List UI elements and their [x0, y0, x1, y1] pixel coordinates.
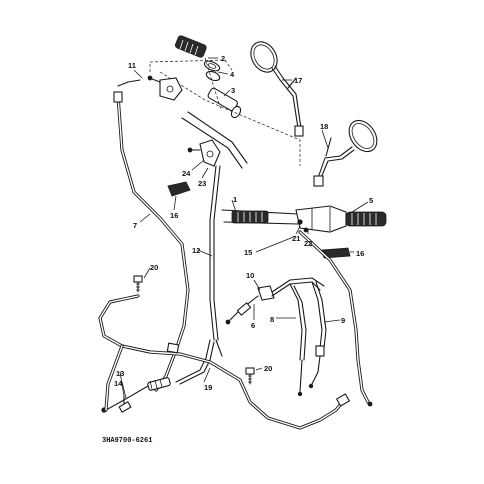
- callout-11: 11: [128, 61, 136, 70]
- clutch-lever-bracket: [187, 139, 221, 167]
- callout-13: 13: [116, 369, 124, 378]
- bolt-20-upper: [133, 275, 143, 293]
- callout-24: 24: [182, 169, 191, 178]
- callout-16-right: 16: [356, 249, 364, 258]
- callout-7: 7: [133, 221, 137, 230]
- callout-23: 23: [198, 179, 206, 188]
- callout-12: 12: [192, 246, 200, 255]
- wire-harness-19: [98, 294, 351, 430]
- callout-1: 1: [233, 195, 237, 204]
- right-mirror: [313, 119, 378, 187]
- callout-14: 14: [114, 379, 123, 388]
- diagram-code: 3HA9700-6261: [102, 437, 152, 445]
- callout-21: 21: [292, 234, 300, 243]
- handlebar-left-section: [181, 111, 248, 169]
- cable-15: [298, 230, 373, 407]
- callout-22: 22: [304, 239, 312, 248]
- callout-8: 8: [270, 315, 274, 324]
- callout-18: 18: [320, 122, 328, 131]
- right-grip: [345, 211, 387, 227]
- starter-cable-10: [257, 277, 325, 301]
- handlebar: [221, 209, 299, 225]
- leader-lines: [119, 57, 369, 399]
- callout-3: 3: [231, 86, 235, 95]
- bolt-20-lower: [245, 367, 255, 385]
- callout-16-left: 16: [170, 211, 178, 220]
- callout-19: 19: [204, 383, 212, 392]
- callout-5: 5: [369, 196, 373, 205]
- throttle-cable-lower: [147, 339, 215, 391]
- grip-washer: [203, 60, 221, 82]
- right-throttle-housing: [295, 205, 347, 233]
- callout-20-lower: 20: [264, 364, 272, 373]
- clutch-cable-7: [113, 79, 190, 392]
- callout-15: 15: [244, 248, 252, 257]
- cable-end-fitting: [101, 385, 149, 413]
- callout-20-upper: 20: [150, 263, 158, 272]
- throttle-cable-12: [209, 165, 223, 357]
- callout-2: 2: [221, 54, 225, 63]
- callout-4: 4: [230, 70, 235, 79]
- left-lever-holder: [147, 75, 183, 101]
- callout-9: 9: [341, 316, 345, 325]
- callout-labels: 1 2 3 4 5 6 7 8 9 10 11 12 13 14 15 16 1…: [114, 54, 373, 392]
- callout-17: 17: [294, 76, 302, 85]
- lever-cover-left: [167, 181, 191, 197]
- callout-10: 10: [246, 271, 254, 280]
- callout-6: 6: [251, 321, 255, 330]
- starter-cable-8: [289, 283, 307, 397]
- adjuster-6: [225, 295, 259, 325]
- left-grip: [174, 35, 207, 58]
- left-mirror: [250, 41, 304, 137]
- starter-cable-9: [308, 281, 327, 389]
